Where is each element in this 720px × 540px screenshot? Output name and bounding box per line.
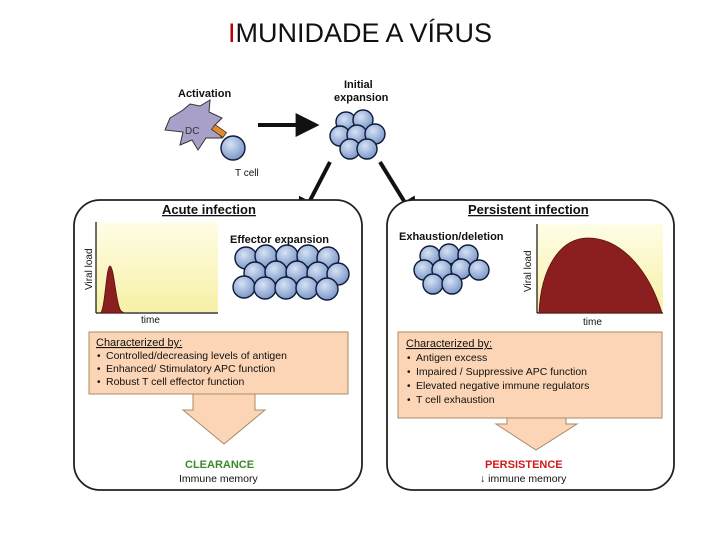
slide-title-initial: I <box>227 18 236 48</box>
persistent-x-label: time <box>583 317 602 328</box>
acute-panel: Acute infection Viral load time Effector… <box>73 199 363 491</box>
bullet-icon: • <box>407 367 411 378</box>
acute-characterized-box <box>88 331 349 395</box>
persistent-panel: Persistent infection Exhaustion/deletion… <box>386 199 675 491</box>
acute-viral-curve <box>99 265 126 314</box>
t-cell-icon <box>422 273 444 295</box>
t-cell-icon <box>356 138 378 160</box>
bullet-icon: • <box>407 381 411 392</box>
acute-bullet-3: Robust T cell effector function <box>106 376 244 388</box>
persistent-y-label: Viral load <box>523 250 534 292</box>
initial-expansion-label-2: expansion <box>334 92 389 104</box>
bullet-icon: • <box>407 395 411 406</box>
acute-bullet-2: Enhanced/ Stimulatory APC function <box>106 363 275 375</box>
acute-characterized-heading: Characterized by: <box>96 337 182 349</box>
t-cell-icon <box>220 135 246 161</box>
persistent-down-arrow <box>494 417 579 451</box>
persistent-bullet-4: T cell exhaustion <box>416 394 495 406</box>
persistent-bullet-2: Impaired / Suppressive APC function <box>416 366 587 378</box>
t-cell-icon <box>468 259 490 281</box>
t-cell-label: T cell <box>235 168 259 179</box>
persistent-bullet-1: Antigen excess <box>416 352 487 364</box>
effector-expansion-cluster <box>232 244 350 301</box>
bullet-icon: • <box>407 353 411 364</box>
dc-label: DC <box>185 126 199 137</box>
slide-title: IMUNIDADE A VÍRUS <box>0 18 720 49</box>
effector-expansion-label: Effector expansion <box>230 234 329 246</box>
t-cell-icon <box>253 276 277 300</box>
dendritic-cell-icon <box>164 99 223 151</box>
persistent-characterized-heading: Characterized by: <box>406 338 492 350</box>
persistence-label: PERSISTENCE <box>485 459 563 471</box>
acute-memory-label: Immune memory <box>179 473 259 485</box>
persistent-heading: Persistent infection <box>468 202 589 217</box>
acute-bullet-1: Controlled/decreasing levels of antigen <box>106 350 287 362</box>
exhaustion-cluster <box>413 243 490 295</box>
bullet-icon: • <box>97 351 101 362</box>
persistent-memory-label: ↓ immune memory <box>480 473 567 485</box>
activation-label: Activation <box>178 88 231 100</box>
persistent-viral-curve <box>538 237 663 314</box>
synapse-connector <box>210 123 228 139</box>
t-cell-icon <box>315 277 339 301</box>
acute-down-arrow <box>181 393 267 445</box>
acute-x-label: time <box>141 315 160 326</box>
t-cell-icon <box>295 276 319 300</box>
exhaustion-deletion-label: Exhaustion/deletion <box>399 231 504 243</box>
acute-heading: Acute infection <box>162 202 256 217</box>
bullet-icon: • <box>97 364 101 375</box>
t-cell-icon <box>232 275 256 299</box>
initial-expansion-cluster <box>329 109 386 160</box>
persistent-bullet-3: Elevated negative immune regulators <box>416 380 589 392</box>
initial-expansion-label-1: Initial <box>344 79 373 91</box>
clearance-label: CLEARANCE <box>185 459 254 471</box>
bullet-icon: • <box>97 377 101 388</box>
t-cell-icon <box>441 273 463 295</box>
acute-y-label: Viral load <box>84 248 95 290</box>
t-cell-icon <box>274 276 298 300</box>
persistent-characterized-box <box>397 331 663 419</box>
slide-title-rest: MUNIDADE A VÍRUS <box>235 18 493 48</box>
